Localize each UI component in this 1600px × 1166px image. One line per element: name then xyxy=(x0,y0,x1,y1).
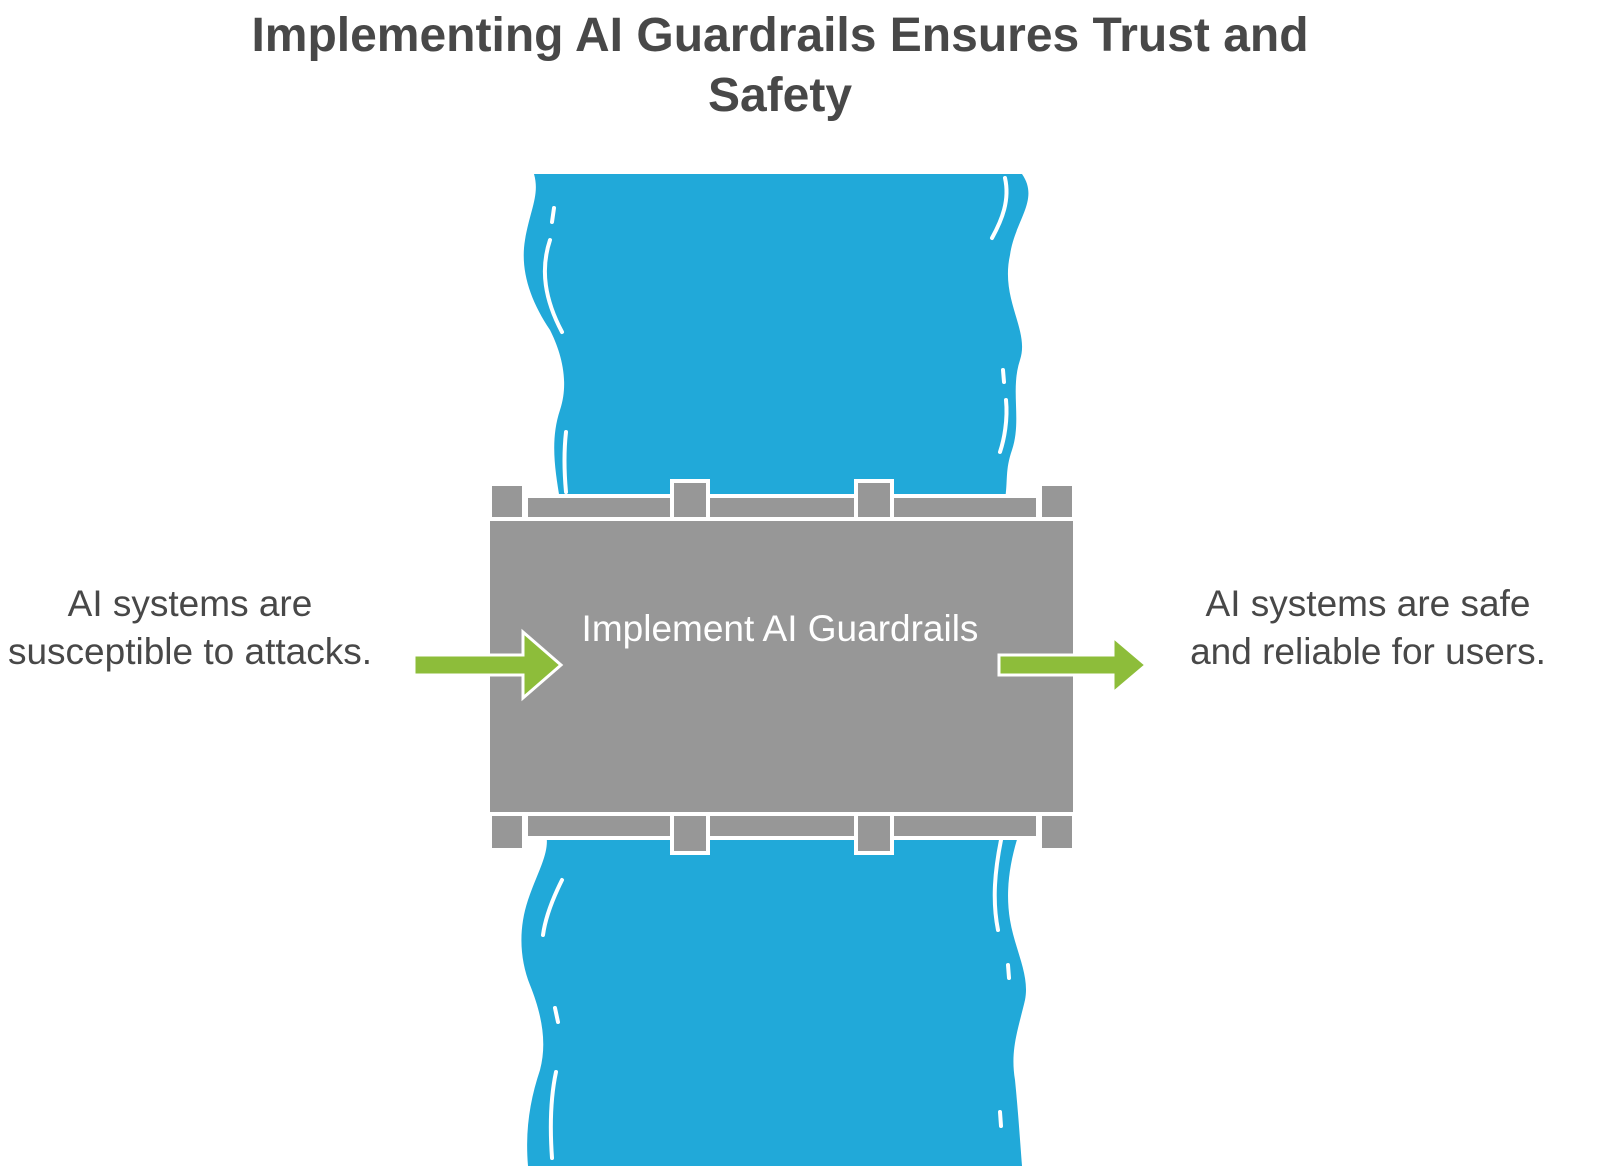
river-streak xyxy=(1006,963,1011,980)
river-top xyxy=(523,174,1029,500)
river-streak xyxy=(998,398,1009,454)
river-streak xyxy=(553,1006,560,1024)
bridge-deck xyxy=(486,517,1077,816)
output-arrow-icon xyxy=(997,633,1149,697)
river-streak xyxy=(548,1070,558,1160)
input-label: AI systems are susceptible to attacks. xyxy=(7,583,373,672)
output-label: AI systems are safe and reliable for use… xyxy=(1190,583,1546,672)
river-streak xyxy=(541,878,564,937)
river-streak xyxy=(998,1110,1003,1128)
bridge-bottom-rail xyxy=(488,812,1076,855)
input-arrow-icon xyxy=(412,628,564,702)
river-streak xyxy=(550,206,556,224)
river-streak xyxy=(562,430,568,494)
river-bottom xyxy=(521,830,1027,1166)
diagram-title: Implementing AI Guardrails Ensures Trust… xyxy=(251,9,1309,122)
river-streak xyxy=(990,176,1009,240)
river-streak xyxy=(992,838,1003,932)
bridge-top-rail xyxy=(488,479,1076,522)
river-streak xyxy=(1001,368,1006,384)
river-streak xyxy=(542,238,564,334)
process-label: Implement AI Guardrails xyxy=(581,608,979,649)
